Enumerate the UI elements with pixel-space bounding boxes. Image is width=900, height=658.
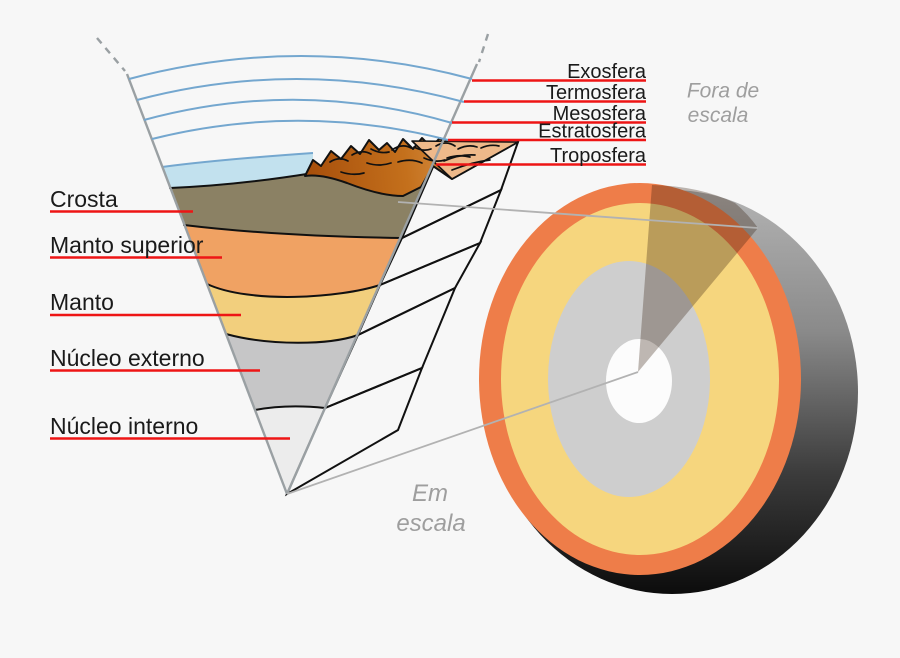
label-manto-superior: Manto superior [50, 232, 204, 258]
wedge-left-edge [125, 73, 289, 495]
label-exosfera: Exosfera [567, 61, 647, 83]
projection-line-bottom [286, 371, 639, 495]
mountain-ridges [329, 142, 500, 176]
sky [162, 153, 313, 188]
upper-mantle-bottom-boundary [206, 283, 381, 298]
label-manto: Manto [50, 289, 114, 315]
mesosphere-arc [143, 98, 453, 124]
wedge-mantle [207, 284, 380, 343]
scale-annotations: Fora de escala Em escala [396, 80, 759, 538]
label-crosta: Crosta [50, 186, 118, 212]
thermosphere-arc [136, 78, 465, 103]
projection-line-top [397, 201, 759, 229]
wedge-left-edge-dashed [96, 37, 126, 72]
wedge-right-edge-dashed [477, 33, 490, 63]
out-of-scale-note-line1: Fora de [687, 80, 759, 103]
label-mesosfera: Mesosfera [553, 103, 647, 125]
out-of-scale-note-line2: escala [688, 104, 749, 127]
surface-line [169, 172, 314, 189]
geology-labels: Crosta Manto superior Manto Núcleo exter… [50, 186, 205, 439]
atmosphere-arcs [128, 55, 473, 141]
exosphere-arc [128, 55, 473, 80]
label-nucleo-interno: Núcleo interno [50, 413, 198, 439]
crust-bottom-boundary [183, 224, 403, 239]
sphere-inner-core [606, 339, 672, 423]
label-pointer-lines [50, 79, 646, 440]
stratosphere-arc [151, 119, 449, 141]
sphere-cutout-sector [638, 185, 758, 372]
wedge-upper-mantle [184, 225, 402, 297]
mantle-bottom-boundary [225, 333, 359, 344]
wedge-outer-core [226, 334, 358, 410]
in-scale-note-line1: Em [412, 480, 448, 507]
outer-core-bottom-boundary [254, 405, 326, 411]
label-troposfera: Troposfera [550, 145, 647, 167]
atmosphere-labels: Exosfera Termosfera Mesosfera Estratosfe… [538, 61, 647, 167]
wedge-inner-core [255, 406, 325, 494]
label-estratosfera: Estratosfera [538, 121, 647, 143]
label-nucleo-externo: Núcleo externo [50, 345, 205, 371]
projection-lines [286, 201, 759, 495]
in-scale-note-line2: escala [396, 510, 465, 537]
label-termosfera: Termosfera [546, 82, 647, 104]
sky-top-edge [161, 152, 314, 168]
scale-wedge-diagram [96, 33, 520, 497]
earth-sphere-diagram [479, 183, 858, 594]
wedge-middle-edge [285, 63, 479, 495]
